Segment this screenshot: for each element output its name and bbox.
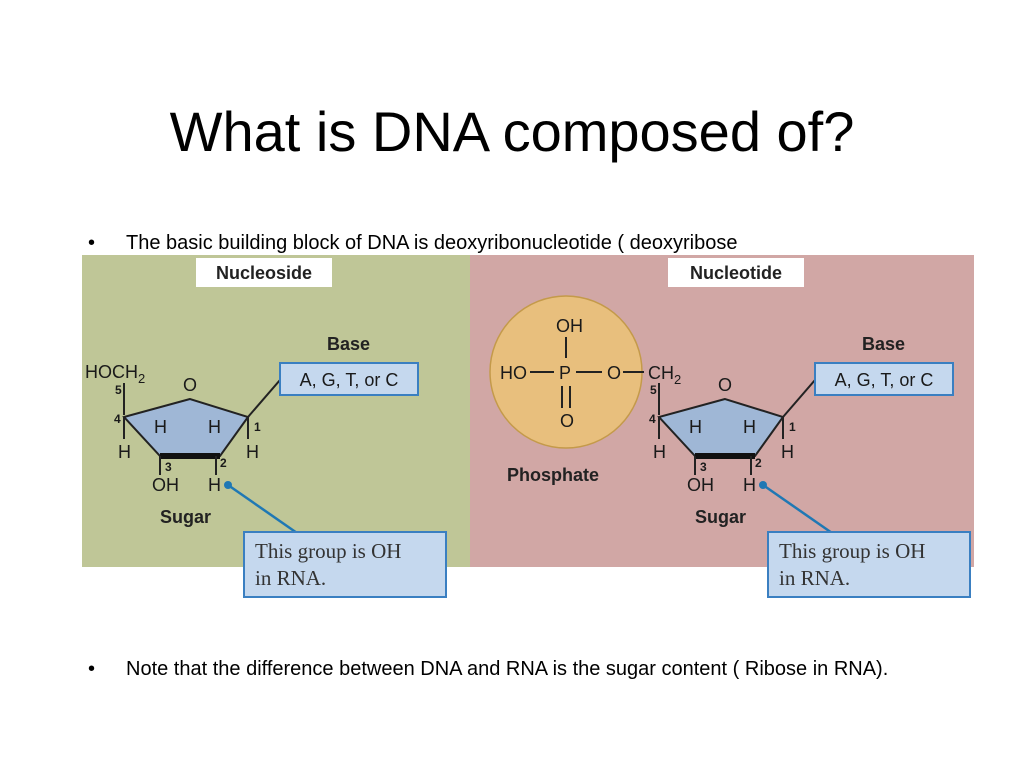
nucleoside-header: Nucleoside [216, 263, 312, 283]
bullet-marker: • [88, 232, 96, 254]
carbon-5-number: 5 [650, 383, 657, 397]
leader-dot [759, 481, 767, 489]
carbon-4-number: 4 [114, 412, 121, 426]
c4-hydrogen: H [653, 442, 666, 462]
c3-hydroxyl: OH [152, 475, 179, 495]
phosphate-oh: OH [556, 316, 583, 336]
ring-oxygen: O [183, 375, 197, 395]
leader-line [227, 483, 298, 535]
sugar-label: Sugar [160, 507, 211, 527]
bullet-building-block: • The basic building block of DNA is deo… [88, 230, 968, 257]
ring-h-left: H [689, 417, 702, 437]
rna-note-line1: This group is OH [255, 539, 401, 563]
rna-note-line2: in RNA. [779, 566, 850, 590]
c3-hydroxyl: OH [687, 475, 714, 495]
carbon-5-number: 5 [115, 383, 122, 397]
leader-dot [224, 481, 232, 489]
base-label: Base [327, 334, 370, 354]
hoch2-label: HOCH2 [85, 362, 145, 386]
ch2-label: CH2 [648, 363, 681, 387]
glycosidic-bond [247, 379, 281, 418]
bullet-text: The basic building block of DNA is deoxy… [126, 232, 738, 254]
bullet-text: Note that the difference between DNA and… [126, 658, 889, 680]
base-box-border [279, 362, 419, 396]
phosphorus: P [559, 363, 571, 383]
phosphate-bottom-o: O [560, 411, 574, 431]
carbon-3-number: 3 [700, 460, 707, 474]
rna-note-border [767, 531, 971, 598]
slide-title: What is DNA composed of? [169, 100, 855, 163]
ring-oxygen: O [718, 375, 732, 395]
leader-line [762, 483, 833, 535]
rna-note-box [768, 532, 970, 597]
rna-note-box [244, 532, 446, 597]
bullet-rna-difference: • Note that the difference between DNA a… [88, 656, 948, 683]
c1-hydrogen: H [246, 442, 259, 462]
base-box [280, 363, 418, 395]
base-box-border [814, 362, 954, 396]
carbon-2-number: 2 [220, 456, 227, 470]
carbon-1-number: 1 [254, 420, 261, 434]
carbon-4-number: 4 [649, 412, 656, 426]
nucleoside-group: Nucleoside HOCH2 5 O 4 1 H H H H 3 OH 2 … [85, 258, 447, 598]
phosphate-label: Phosphate [507, 465, 599, 485]
ring-h-right: H [743, 417, 756, 437]
phosphate-ester-o: O [607, 363, 621, 383]
base-box-text: A, G, T, or C [835, 370, 934, 390]
nucleoside-nucleotide-figure: Nucleoside HOCH2 5 O 4 1 H H H H 3 OH 2 … [82, 255, 974, 600]
base-label: Base [862, 334, 905, 354]
base-box-text: A, G, T, or C [300, 370, 399, 390]
carbon-1-number: 1 [789, 420, 796, 434]
nucleotide-header-box [668, 258, 804, 287]
nucleoside-header-box [196, 258, 332, 287]
rna-note-line1: This group is OH [779, 539, 925, 563]
base-box [815, 363, 953, 395]
rna-note-line2: in RNA. [255, 566, 326, 590]
c1-hydrogen: H [781, 442, 794, 462]
sugar-label: Sugar [695, 507, 746, 527]
ring-h-left: H [154, 417, 167, 437]
phosphate-ho: HO [500, 363, 527, 383]
glycosidic-bond [782, 379, 816, 418]
carbon-3-number: 3 [165, 460, 172, 474]
c2-hydrogen: H [743, 475, 756, 495]
nucleotide-header: Nucleotide [690, 263, 782, 283]
c2-hydrogen: H [208, 475, 221, 495]
ring-h-right: H [208, 417, 221, 437]
structure-diagram: Nucleoside HOCH2 5 O 4 1 H H H H 3 OH 2 … [82, 255, 974, 598]
carbon-2-number: 2 [755, 456, 762, 470]
bullet-marker: • [88, 658, 96, 680]
rna-note-border [243, 531, 447, 598]
c4-hydrogen: H [118, 442, 131, 462]
nucleotide-group: Nucleotide OH HO P O O Phosphate CH2 5 O… [489, 258, 971, 598]
nucleoside-panel [82, 255, 470, 567]
